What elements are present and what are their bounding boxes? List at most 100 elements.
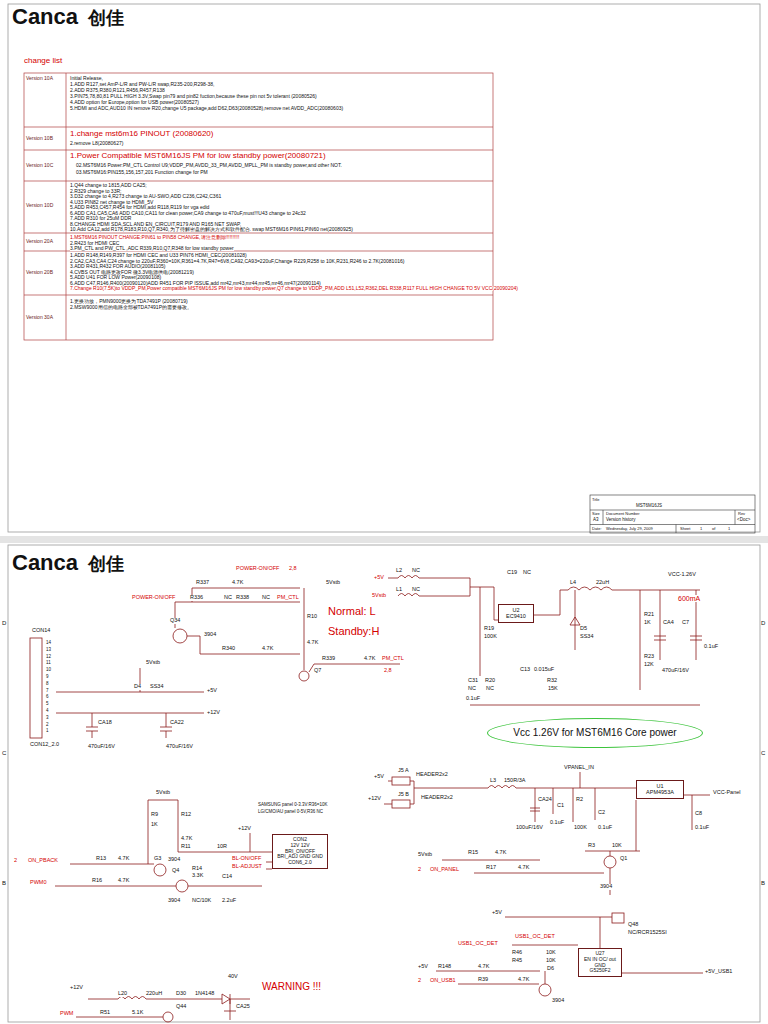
outline-rect [392,800,410,808]
outline-rect [24,73,493,340]
label-text: L4 [570,580,576,586]
ic-box: CON212V 12V BRI_ON/OFF BRI_ADJ GND GNDCO… [272,834,328,869]
label-text: 2.R329 change to 33R; [70,189,121,194]
label-text: NC [486,686,494,692]
label-text: 3904 [600,884,612,890]
wire-line [175,588,300,628]
label-text: VCC-1.26V [668,572,696,578]
outline-rect [612,913,624,923]
label-text: LG/CMO/AU panel 0-5V,R36 NC [258,810,323,815]
wire-line [442,800,640,895]
label-text: 0.1uF [695,825,709,831]
label-text: C13 [520,667,530,673]
label-text: C2 [598,810,605,816]
label-text: R23 [644,654,654,660]
label-text: 1.ADD R148,R149,R397 for HDMI CEC and U3… [70,253,247,258]
label-text: CON12_2.0 [30,742,59,748]
node-text: 12V 12V BRI_ON/OFF BRI_ADJ GND GND [276,843,324,860]
label-text: USB1_OC_DET [458,941,498,947]
label-text: R15 [468,850,478,856]
label-text: J5 B [398,792,409,798]
label-text: BL-ADJUST [232,864,262,870]
label-text: R32 [547,678,557,684]
label-text: Q4 [172,868,179,874]
label-text: 5Vstb [372,593,386,599]
transistor-symbol [604,856,616,868]
label-text: 2.MSW9000用信的电路全部被TDA7491P的需要修改。 [70,305,192,310]
wire-line [187,588,400,672]
label-text: 3.PM_CTL and PW_CTL ,ADC R339,R10,Q7,R34… [70,246,234,251]
outline-rect [392,777,410,785]
label-text: 1.MST6M16 PINOUT CHANGE:PIN61 to PIN58 C… [70,235,239,240]
label-text: 4.7K [307,640,318,646]
label-text: ON_PBACK [28,858,58,864]
label-text: 220uH [146,991,162,997]
label-text: R13 [96,856,106,862]
symbols [154,617,624,1022]
label-text: Standby:H [328,626,379,637]
label-text: Sheet [680,527,690,531]
label-text: D6 [547,966,554,972]
label-text: R340 [222,646,235,652]
label-text: VCC-Panel [713,790,741,796]
label-text: Canca [12,6,78,28]
label-text: R14 [192,866,202,872]
label-text: C7 [682,620,689,626]
label-text: 4.7K [518,977,529,983]
label-text: Version 20A [26,239,53,244]
page-gap [0,536,768,543]
label-text: L3 [490,778,496,784]
wire-line [24,73,493,340]
label-text: NC [523,570,531,576]
label-text: 1K [644,620,651,626]
label-text: R46 [512,950,522,956]
label-text: 3904 [168,898,180,904]
label-text: 22uH [596,580,609,586]
label-text: 1.Power Compatible MST6M16JS PM for low … [70,152,326,160]
label-text: Canca [12,552,78,574]
label-text: +5V [207,688,217,694]
label-text: Version 20B [26,270,53,275]
label-text: PWM0 [30,880,47,886]
diode-symbol [570,617,580,625]
label-text: NC/RCR1525SI [628,930,667,936]
node-text: APM4953A [640,789,680,795]
label-text: 6 [46,695,49,700]
label-text: 3904 [168,857,180,863]
label-text: Version 10B [26,136,53,141]
label-text: ON_PANEL [430,867,459,873]
label-text: 03.MST6M16:PIN155,156,157,201 Function c… [76,170,208,175]
label-text: R336 [190,595,203,601]
label-text: 10K [546,950,556,956]
node-text: EC9410 [502,613,530,619]
label-text: 0.1uF [704,644,718,650]
label-text: 4.ADD option for Europe,option for USB p… [70,100,199,105]
label-text: +5V_USB1 [705,969,732,975]
label-text: 9 [46,675,49,680]
label-text: 2 [418,867,421,873]
ic-box: U1APM4953A [636,780,684,799]
label-text: 2,8 [289,566,297,572]
label-text: 5.ADD R453,C457,R454 for HDMI,add R118,R… [70,205,209,210]
wire-line [590,510,755,533]
label-text: 1.ADD R127,set AmP-L/R and PW-L/R swap,R… [70,82,214,87]
label-text: 2 [46,723,49,728]
label-text: 1K [151,822,158,828]
transistor-symbol [173,629,187,643]
label-text: 12K [644,662,654,668]
wire-line [436,917,703,984]
label-text: 3.ADD R431,R432 FOR AUDIO(20081105) [70,264,166,269]
label-text: 4.U33 PIN82 net change to HDMI_5V [70,200,153,205]
label-text: Initial Release, [70,76,103,81]
label-text: C19 [507,570,517,576]
change-table [24,73,493,340]
label-text: R2 [576,797,583,803]
label-text: 3.D32 change to 4,R273 change to AU-SWO,… [70,194,221,199]
label-text: 14 [46,641,51,646]
label-text: R20 [485,678,495,684]
label-text: 10K [612,843,622,849]
node-text: G5250F2 [582,968,618,974]
label-text: 10 [46,668,51,673]
label-text: PM_CTL [382,656,404,662]
